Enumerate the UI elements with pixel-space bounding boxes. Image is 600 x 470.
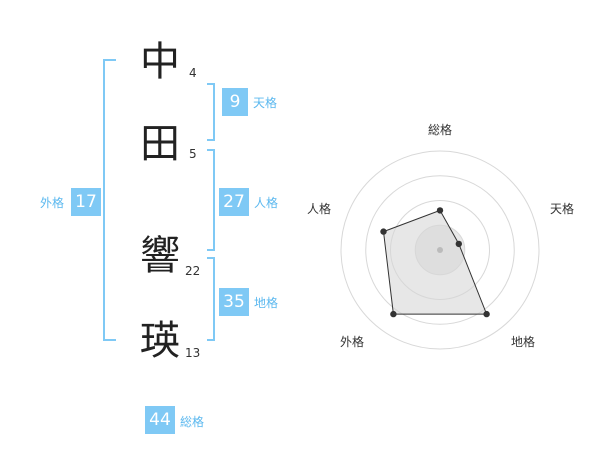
- gaikaku-bracket: [103, 59, 116, 341]
- soukaku-value: 44: [145, 406, 175, 434]
- radar-center-dot: [437, 247, 443, 253]
- radar-axis-label-soukaku: 総格: [428, 123, 453, 137]
- gaikaku-value: 17: [71, 188, 101, 216]
- tenkaku-bracket: [207, 83, 215, 141]
- name-char-2: 田: [140, 121, 180, 167]
- name-char-1: 中: [140, 39, 180, 85]
- jinkaku-bracket: [207, 149, 215, 251]
- name-char-3: 響: [140, 233, 180, 279]
- radar-axis-label-chikaku: 地格: [511, 335, 536, 349]
- stroke-count-3: 22: [185, 264, 201, 278]
- chikaku-value: 35: [219, 288, 249, 316]
- tenkaku-value: 9: [222, 88, 248, 116]
- radar-polygon: [382, 209, 488, 315]
- tenkaku-label: 天格: [253, 96, 278, 110]
- gaikaku-label: 外格: [40, 196, 65, 210]
- jinkaku-label: 人格: [254, 196, 279, 210]
- radar-axis-label-jinkaku: 人格: [307, 202, 332, 216]
- name-char-4: 瑛: [140, 318, 180, 364]
- radar-point-1: [455, 240, 462, 248]
- stroke-count-1: 4: [189, 66, 197, 80]
- jinkaku-value: 27: [219, 188, 249, 216]
- chikaku-label: 地格: [254, 296, 279, 310]
- stroke-count-2: 5: [189, 147, 197, 161]
- radar-point-4: [380, 228, 387, 235]
- radar-point-3: [390, 310, 397, 318]
- radar-point-2: [483, 310, 490, 318]
- radar-axis-label-gaikaku: 外格: [340, 335, 365, 349]
- radar-point-0: [436, 207, 444, 214]
- stroke-count-4: 13: [185, 346, 201, 360]
- soukaku-label: 総格: [180, 415, 205, 429]
- radar-axis-label-tenkaku: 天格: [550, 202, 575, 216]
- chikaku-bracket: [207, 257, 215, 341]
